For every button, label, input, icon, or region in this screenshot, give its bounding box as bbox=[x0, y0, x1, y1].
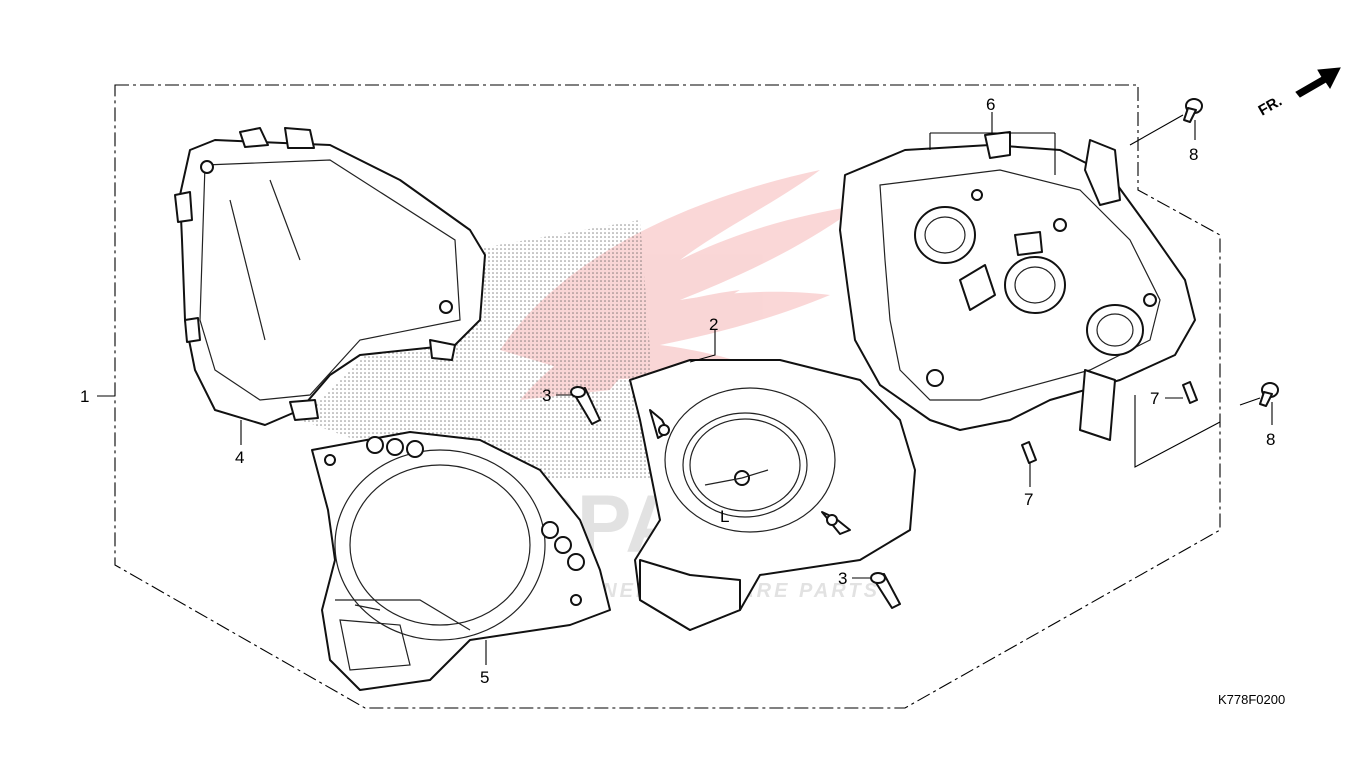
callout-7-upper: 7 bbox=[1150, 389, 1159, 408]
screw-7-upper bbox=[1182, 381, 1198, 404]
callout-6: 6 bbox=[986, 95, 995, 114]
meter-visor bbox=[174, 127, 486, 426]
callout-8-upper: 8 bbox=[1189, 145, 1198, 164]
callout-1: 1 bbox=[80, 387, 89, 406]
front-arrow-icon bbox=[1295, 67, 1341, 98]
screw-3-left bbox=[570, 386, 601, 425]
meter-panel bbox=[311, 431, 611, 691]
screw-3-right bbox=[870, 572, 901, 609]
callout-7-lower: 7 bbox=[1024, 490, 1033, 509]
front-direction-indicator: FR. bbox=[1256, 67, 1341, 120]
screw-8-lower bbox=[1259, 382, 1279, 407]
projection-shading bbox=[300, 220, 660, 480]
callout-8-lower: 8 bbox=[1266, 430, 1275, 449]
callout-2: 2 bbox=[709, 315, 718, 334]
leader-lines bbox=[97, 112, 1273, 665]
callout-4: 4 bbox=[235, 448, 244, 467]
front-label: FR. bbox=[1256, 93, 1285, 120]
callout-3-right: 3 bbox=[838, 569, 847, 588]
callout-5: 5 bbox=[480, 668, 489, 687]
screw-7-lower bbox=[1021, 441, 1037, 464]
meter-case bbox=[839, 131, 1196, 441]
callout-3-left: 3 bbox=[542, 386, 551, 405]
assembly-boundary bbox=[114, 84, 1221, 709]
speedometer-unit: L bbox=[629, 359, 916, 631]
screw-8-upper bbox=[1183, 98, 1203, 123]
diagram-code: K778F0200 bbox=[1218, 692, 1285, 707]
speedometer-face-label: L bbox=[720, 507, 729, 526]
